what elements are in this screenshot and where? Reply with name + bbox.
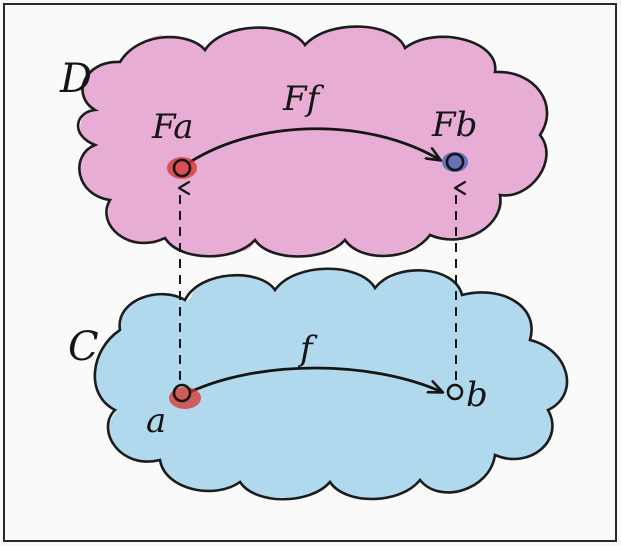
object-fb-label: Fb bbox=[431, 105, 477, 145]
category-d-label: D bbox=[59, 56, 92, 102]
morphism-f-arrow bbox=[189, 366, 442, 392]
object-a: a bbox=[146, 383, 201, 441]
category-c-cloud bbox=[93, 267, 569, 501]
morphism-ff-arrow bbox=[189, 127, 440, 164]
category-d-cloud bbox=[76, 25, 549, 258]
category-c-label: C bbox=[68, 324, 99, 370]
morphism-ff-label: Ff bbox=[282, 79, 325, 119]
object-b-label: b bbox=[466, 375, 488, 415]
image-border bbox=[3, 3, 617, 542]
object-fb: Fb bbox=[431, 105, 477, 172]
object-b: b bbox=[446, 375, 488, 415]
object-a-label: a bbox=[146, 401, 166, 441]
object-fa-label: Fa bbox=[151, 107, 194, 147]
object-fa: Fa bbox=[151, 107, 197, 179]
